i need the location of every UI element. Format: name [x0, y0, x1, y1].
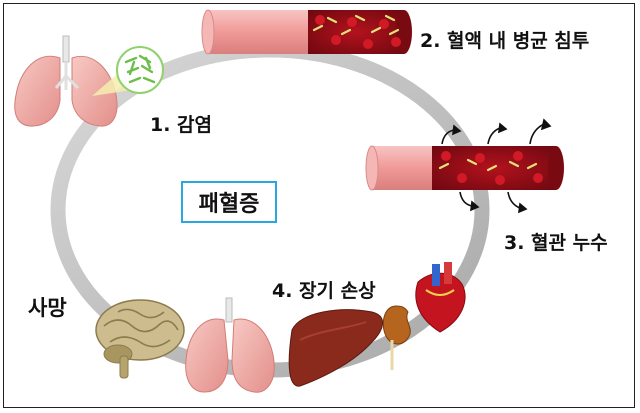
- lungs-damaged-icon: [185, 297, 275, 393]
- bacteria-callout-icon: [92, 46, 164, 96]
- liver-icon: [288, 309, 383, 387]
- stage-label-bloodstream: 2. 혈액 내 병균 침투: [420, 30, 590, 52]
- stage-label-death: 사망: [28, 296, 67, 320]
- heart-icon: [415, 262, 466, 333]
- leak-arrows: [441, 118, 552, 214]
- stage-label-organ-damage: 4. 장기 손상: [272, 280, 376, 302]
- blood-vessel-leaking-icon: [365, 118, 564, 214]
- stage-label-vessel-leak: 3. 혈관 누수: [504, 232, 608, 254]
- kidney-icon: [382, 305, 411, 370]
- lungs-icon: [14, 35, 118, 127]
- stage-label-infection: 1. 감염: [150, 114, 213, 136]
- diagram-title: 패혈증: [181, 181, 277, 223]
- blood-vessel-infected-icon: [201, 9, 412, 55]
- brain-icon: [95, 299, 185, 379]
- outer-frame: [3, 3, 635, 408]
